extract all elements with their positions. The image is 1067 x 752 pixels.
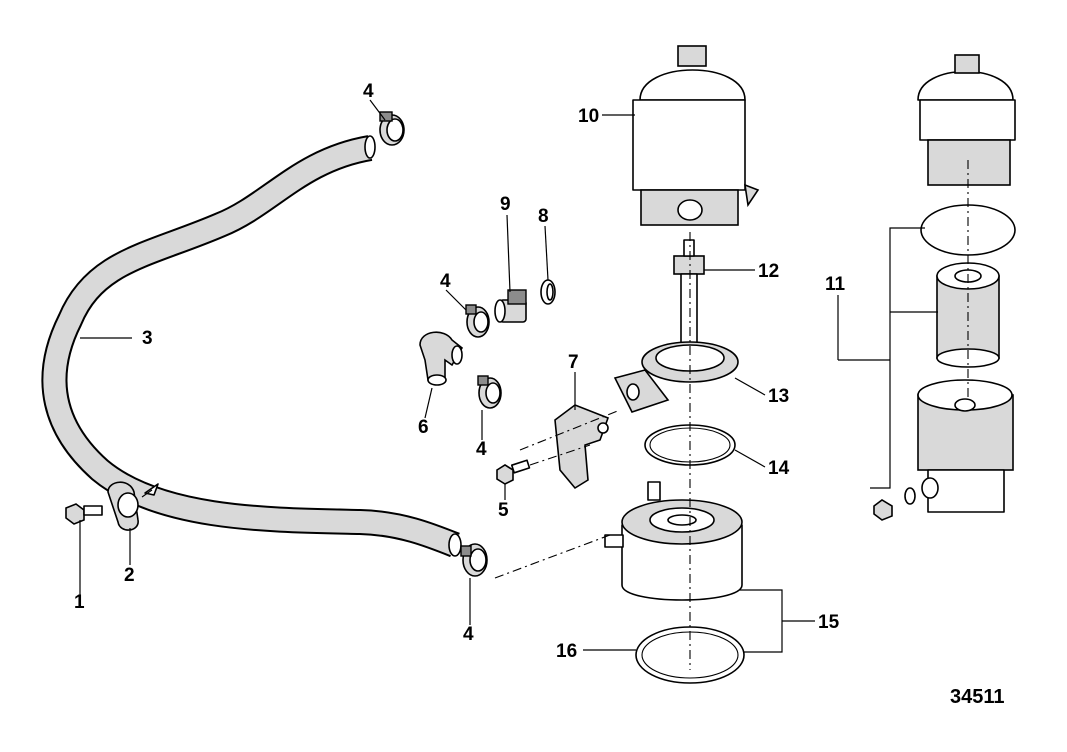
callout-13: 13 [768,386,789,407]
mounting-bracket-part-7 [554,404,610,490]
figure-number: 34511 [950,686,1005,708]
bolt-part-5 [496,459,531,485]
callout-11: 11 [825,274,846,295]
callout-4-lower-fitting: 4 [476,439,487,460]
coolant-hose [41,135,462,558]
assembly-axes [494,160,969,670]
callout-7: 7 [568,352,579,373]
callout-8: 8 [538,206,549,227]
drain-plug [873,487,916,521]
elbow-fitting-part-6 [419,331,464,386]
callout-14: 14 [768,458,790,479]
leader-lines [79,99,938,653]
callout-3: 3 [142,328,153,349]
callout-5: 5 [498,500,509,521]
seal-ring-part-8 [540,279,556,305]
callout-9: 9 [500,194,511,215]
callout-6: 6 [418,417,429,438]
callout-4-top: 4 [363,81,374,102]
callout-2: 2 [124,565,135,586]
filter-cap-part-10 [632,45,760,226]
adapter-tube-part-12 [673,239,705,350]
filter-kit-cap [917,54,1016,186]
callout-4-bottom: 4 [463,624,474,645]
callout-10: 10 [578,106,599,127]
oil-cooler-part-15 [604,481,743,601]
callouts: 1 2 3 4 4 4 4 5 6 7 8 9 10 11 12 13 14 1… [74,81,846,662]
hose-clamp-top [379,111,405,146]
screw-part-1 [65,503,103,525]
hose-clamp-bottom [460,543,488,577]
filter-housing-base-part-13 [613,341,739,413]
fitting-part-9 [494,289,527,323]
filter-kit-housing [917,379,1014,513]
callout-12: 12 [758,261,779,282]
hose-clamp-lower-fitting [477,375,502,409]
callout-16: 16 [556,641,577,662]
hose-clamp-upper-fitting [465,304,490,338]
callout-4-upper-fitting: 4 [440,271,451,292]
callout-1: 1 [74,592,85,613]
callout-15: 15 [818,612,840,633]
hose-clip-part-2 [107,481,159,531]
